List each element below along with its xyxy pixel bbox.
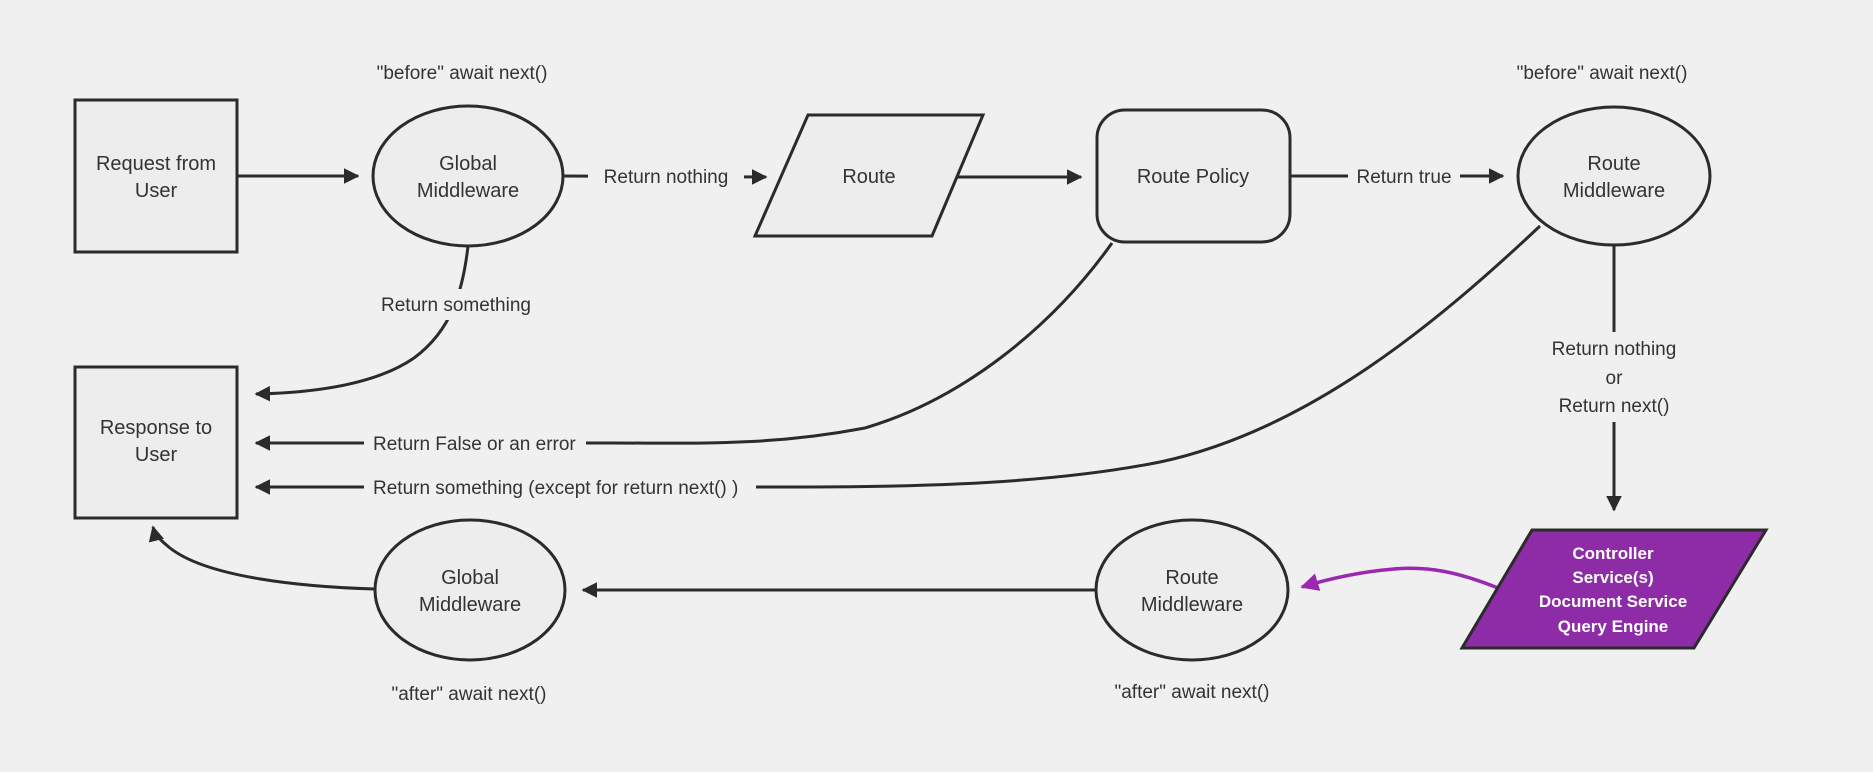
route-middleware-bottom-shape <box>1094 518 1290 662</box>
route-parallelogram-shape <box>752 113 986 238</box>
route-middleware-top-line1: Route <box>1587 153 1640 175</box>
route-middleware-top-line2: Middleware <box>1563 180 1665 202</box>
request-label-line1: Request from <box>96 153 216 175</box>
node-route-policy: Route Policy <box>1095 108 1292 244</box>
annotation-after-bottom-left: "after" await next() <box>392 684 547 705</box>
node-route-middleware-top: Route Middleware <box>1516 105 1712 247</box>
route-middleware-top-shape <box>1516 105 1712 247</box>
controller-label-line2: Service(s) <box>1572 568 1653 587</box>
edges <box>148 168 1622 598</box>
annotation-before-top-left: "before" await next() <box>377 63 548 84</box>
route-policy-label: Route Policy <box>1137 166 1249 188</box>
controller-label-line4: Query Engine <box>1558 617 1669 636</box>
label-bg-return-nothing <box>588 160 744 191</box>
label-bg-return-something <box>366 289 546 320</box>
node-request-from-user: Request from User <box>73 98 239 254</box>
global-middleware-bottom-line2: Middleware <box>419 594 521 616</box>
request-box-shape <box>73 98 239 254</box>
edge-label-return-false: Return False or an error <box>373 434 576 455</box>
controller-label-line1: Controller <box>1572 544 1654 563</box>
edge-label-return-nothing-or-line3: Return next() <box>1559 396 1670 417</box>
node-global-middleware-bottom: Global Middleware <box>373 518 567 662</box>
edge-global-middleware-return-something <box>254 245 470 402</box>
node-route-middleware-bottom: Route Middleware <box>1094 518 1290 662</box>
edge-route-policy-return-false <box>254 242 1114 451</box>
edge-label-return-something: Return something <box>381 295 531 316</box>
global-middleware-top-line2: Middleware <box>417 180 519 202</box>
global-middleware-top-shape <box>371 104 565 248</box>
edge-label-return-nothing-or-line2: or <box>1606 368 1624 389</box>
response-label-line2: User <box>135 444 178 466</box>
label-bg-return-true <box>1348 160 1460 191</box>
edge-label-return-true: Return true <box>1356 167 1451 188</box>
edge-controller-to-route-middleware-bottom <box>1300 566 1499 591</box>
request-label-line2: User <box>135 180 178 202</box>
node-controller-services: Controller Service(s) Document Service Q… <box>1459 528 1769 650</box>
global-middleware-bottom-line1: Global <box>441 567 499 589</box>
annotations: "before" await next() "before" await nex… <box>377 63 1688 705</box>
edge-global-middleware-bottom-to-response <box>148 525 376 591</box>
node-route: Route <box>752 113 986 238</box>
edge-label-return-nothing-or-line1: Return nothing <box>1552 339 1677 360</box>
node-global-middleware-top: Global Middleware <box>371 104 565 248</box>
edge-label-return-something-except: Return something (except for return next… <box>373 478 738 499</box>
edge-label-return-nothing: Return nothing <box>604 167 729 188</box>
edge-label-backgrounds <box>364 160 1702 502</box>
label-bg-return-false <box>364 427 586 458</box>
node-response-to-user: Response to User <box>73 365 239 520</box>
response-label-line1: Response to <box>100 417 212 439</box>
controller-parallelogram-shape <box>1459 528 1769 650</box>
response-box-shape <box>73 365 239 520</box>
label-bg-return-something-except <box>364 471 756 502</box>
route-policy-shape <box>1095 108 1292 244</box>
controller-label-line3: Document Service <box>1539 592 1687 611</box>
annotation-after-bottom-right: "after" await next() <box>1115 682 1270 703</box>
global-middleware-top-line1: Global <box>439 153 497 175</box>
label-bg-return-nothing-or <box>1526 332 1702 422</box>
global-middleware-bottom-shape <box>373 518 567 662</box>
route-middleware-bottom-line1: Route <box>1165 567 1218 589</box>
route-middleware-bottom-line2: Middleware <box>1141 594 1243 616</box>
route-label: Route <box>842 166 895 188</box>
annotation-before-top-right: "before" await next() <box>1517 63 1688 84</box>
edge-route-middleware-return-something-except <box>254 224 1542 495</box>
edge-labels: Return nothing Return true Return someth… <box>373 167 1676 499</box>
